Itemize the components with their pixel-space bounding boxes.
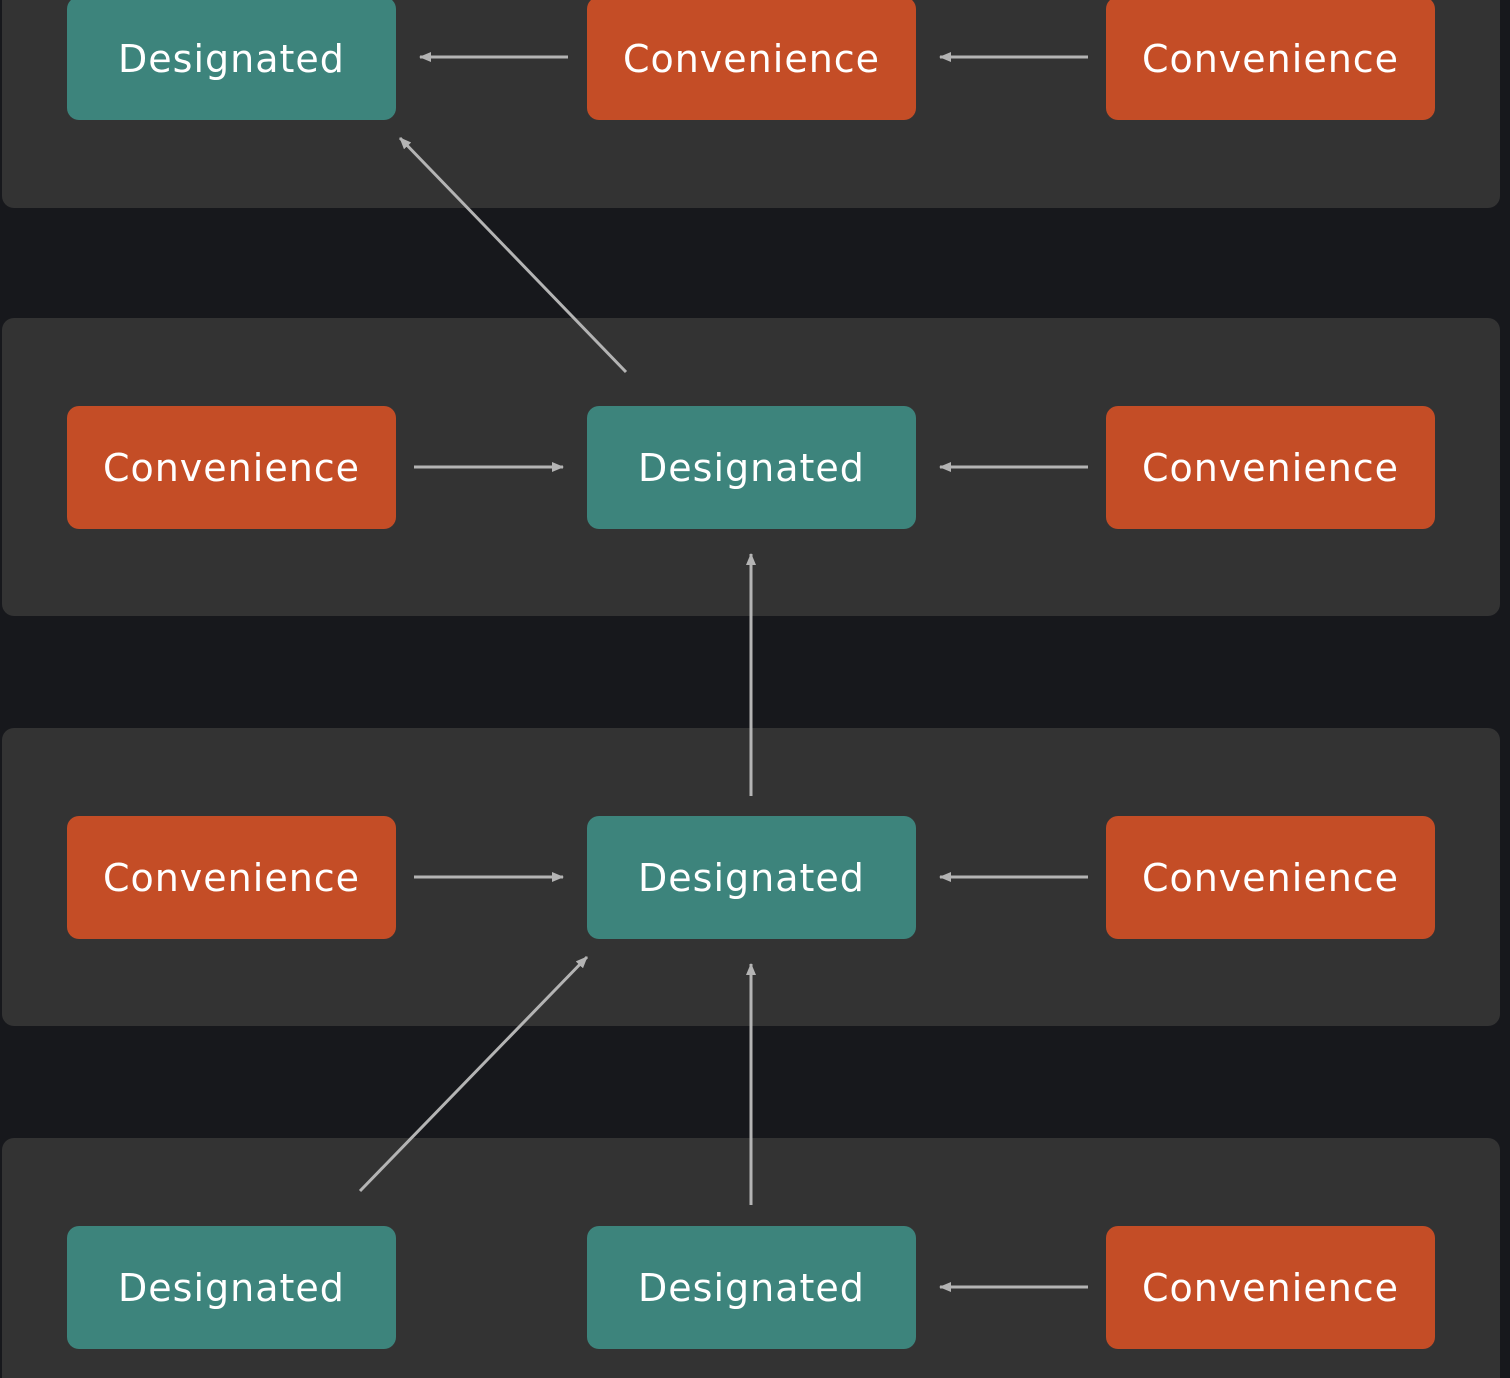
- designated-initializer-node: Designated: [587, 406, 916, 529]
- convenience-initializer-node: Convenience: [1106, 816, 1435, 939]
- convenience-initializer-node: Convenience: [1106, 0, 1435, 120]
- designated-initializer-node: Designated: [587, 816, 916, 939]
- designated-initializer-node: Designated: [587, 1226, 916, 1349]
- convenience-initializer-node: Convenience: [587, 0, 916, 120]
- designated-initializer-node: Designated: [67, 1226, 396, 1349]
- designated-initializer-node: Designated: [67, 0, 396, 120]
- convenience-initializer-node: Convenience: [67, 406, 396, 529]
- convenience-initializer-node: Convenience: [1106, 406, 1435, 529]
- convenience-initializer-node: Convenience: [1106, 1226, 1435, 1349]
- convenience-initializer-node: Convenience: [67, 816, 396, 939]
